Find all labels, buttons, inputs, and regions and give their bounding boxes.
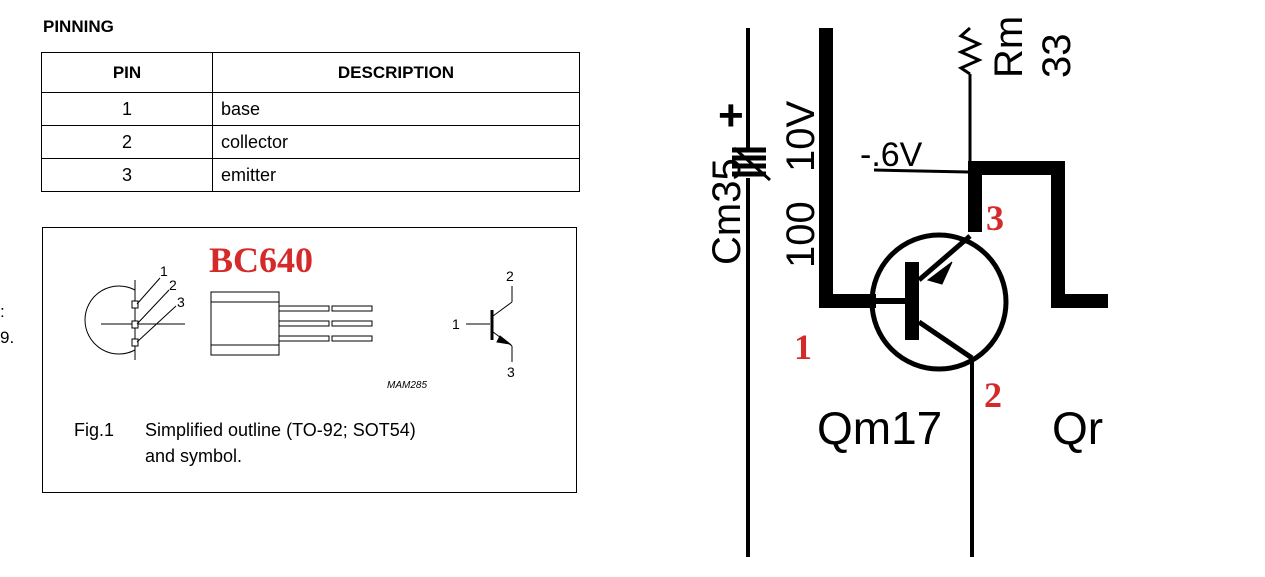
- pin-marker-3: 3: [986, 198, 1004, 238]
- resistor: [957, 26, 983, 165]
- pin-description: emitter: [212, 158, 580, 192]
- resistor-value: 33: [1035, 34, 1079, 79]
- table-row: 1 base: [41, 92, 580, 126]
- symbol-pin-label: 1: [452, 316, 460, 332]
- pin-number: 3: [41, 158, 213, 192]
- caption-line-1: Simplified outline (TO-92; SOT54): [145, 420, 416, 440]
- outline-pin-label: 2: [169, 277, 177, 293]
- drawing-code: MAM285: [387, 380, 427, 391]
- capacitor-polarity: +: [718, 91, 744, 140]
- emitter-trace: [968, 161, 1108, 308]
- header-pin: PIN: [41, 52, 213, 93]
- pin-description: base: [212, 92, 580, 126]
- table-header-row: PIN DESCRIPTION: [41, 52, 580, 93]
- transistor-symbol: [466, 286, 513, 362]
- edge-fragment-colon: :: [0, 302, 5, 321]
- caption-number: Fig.1: [74, 420, 114, 440]
- next-ref-fragment: Qr: [1052, 402, 1103, 454]
- voltage-leader: [873, 168, 969, 174]
- schematic-transistor: [869, 232, 1009, 557]
- node-voltage: -.6V: [860, 136, 923, 174]
- table-row: 3 emitter: [41, 158, 580, 192]
- caption-line-2: and symbol.: [145, 446, 242, 466]
- to92-bottom-view: [84, 277, 185, 360]
- outline-pin-label: 3: [177, 294, 185, 310]
- pinning-table: PIN DESCRIPTION 1 base 2 collector 3 emi…: [41, 52, 580, 192]
- schematic-scan: + Cm35 100 10V Rm 33 -.6V Qm17 Qr 1 2 3: [705, 16, 1108, 557]
- resistor-ref: Rm: [987, 16, 1031, 78]
- capacitor-value: 100: [779, 201, 823, 268]
- symbol-pin-label: 3: [507, 364, 515, 380]
- capacitor-ref: Cm35: [705, 158, 749, 265]
- capacitor-wire: [732, 28, 771, 557]
- header-description: DESCRIPTION: [212, 52, 580, 93]
- figure-drawing: BC640 1 2 3: [74, 240, 515, 466]
- pin-marker-1: 1: [794, 327, 812, 367]
- capacitor-voltage: 10V: [779, 101, 823, 172]
- outline-pin-label: 1: [160, 263, 168, 279]
- part-label: BC640: [209, 240, 313, 280]
- transistor-ref: Qm17: [817, 402, 942, 454]
- pin-number: 1: [41, 92, 213, 126]
- pin-number: 2: [41, 125, 213, 159]
- pin-description: collector: [212, 125, 580, 159]
- edge-fragment-nine: 9.: [0, 328, 15, 347]
- pinning-title: PINNING: [43, 17, 114, 36]
- symbol-pin-label: 2: [506, 268, 514, 284]
- pin-marker-2: 2: [984, 375, 1002, 415]
- to92-side-view: [210, 291, 373, 356]
- table-row: 2 collector: [41, 125, 580, 159]
- base-trace: [819, 28, 876, 308]
- figure-box: BC640 1 2 3: [42, 227, 577, 493]
